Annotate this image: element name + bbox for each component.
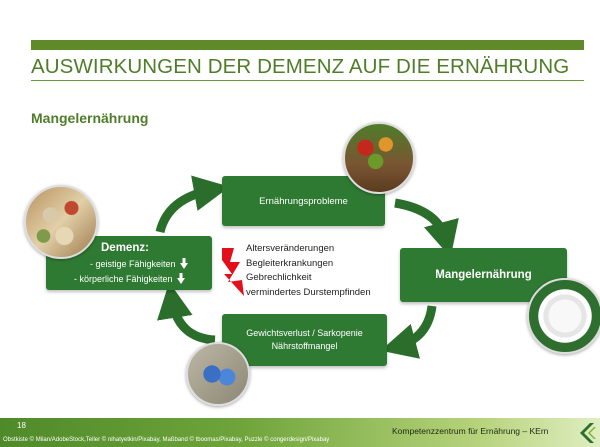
slide-subtitle: Mangelernährung [31,110,149,126]
image-credits: Obstkiste © Milan/AdobeStock,Teller © ni… [3,437,330,443]
kern-logo-icon [580,423,596,443]
factor-item: Altersveränderungen [246,243,335,254]
line1-text: - geistige Fähigkeiten [90,258,176,269]
footer-organization: Kompetenzzentrum für Ernährung – KErn [392,426,549,436]
box-gewichtsverlust: Gewichtsverlust / Sarkopenie Nährstoffma… [222,314,387,366]
arrow-top-to-right [394,198,459,258]
factor-list: Altersveränderungen Begleiterkrankungen … [246,242,371,300]
factor-item: Gebrechlichkeit [246,272,312,283]
footer-bar [0,418,600,447]
page-number: 18 [17,421,26,430]
factor-item: vermindertes Durstempfinden [246,286,371,298]
plate-photo [527,278,600,354]
box-left-title: Demenz: [101,242,149,254]
box-bottom-line2: Nährstoffmangel [271,341,338,351]
arrow-down-icon [179,258,188,269]
box-mangelernaehrung: Mangelernährung [400,248,567,302]
factor-item: Begleiterkrankungen [246,257,334,269]
fruit-crate-photo [343,122,415,194]
box-right-label: Mangelernährung [435,269,532,281]
arrow-right-to-bottom [380,305,437,359]
arrow-down-icon [176,273,185,284]
tape-measure-photo [186,342,250,406]
header-bar [31,40,584,50]
box-left-line1: - geistige Fähigkeiten [90,258,188,269]
box-left-line2: - körperliche Fähigkeiten [74,273,185,284]
box-top-label: Ernährungsprobleme [259,195,348,207]
arrow-left-to-top [155,175,230,234]
line2-text: - körperliche Fähigkeiten [74,273,173,284]
box-bottom-line1: Gewichtsverlust / Sarkopenie [246,328,363,338]
title-divider [31,80,584,81]
puzzle-photo [24,185,98,259]
slide-title: AUSWIRKUNGEN DER DEMENZ AUF DIE ERNÄHRUN… [31,55,570,78]
lightning-icon [222,248,244,296]
arrow-bottom-to-left [157,282,216,345]
